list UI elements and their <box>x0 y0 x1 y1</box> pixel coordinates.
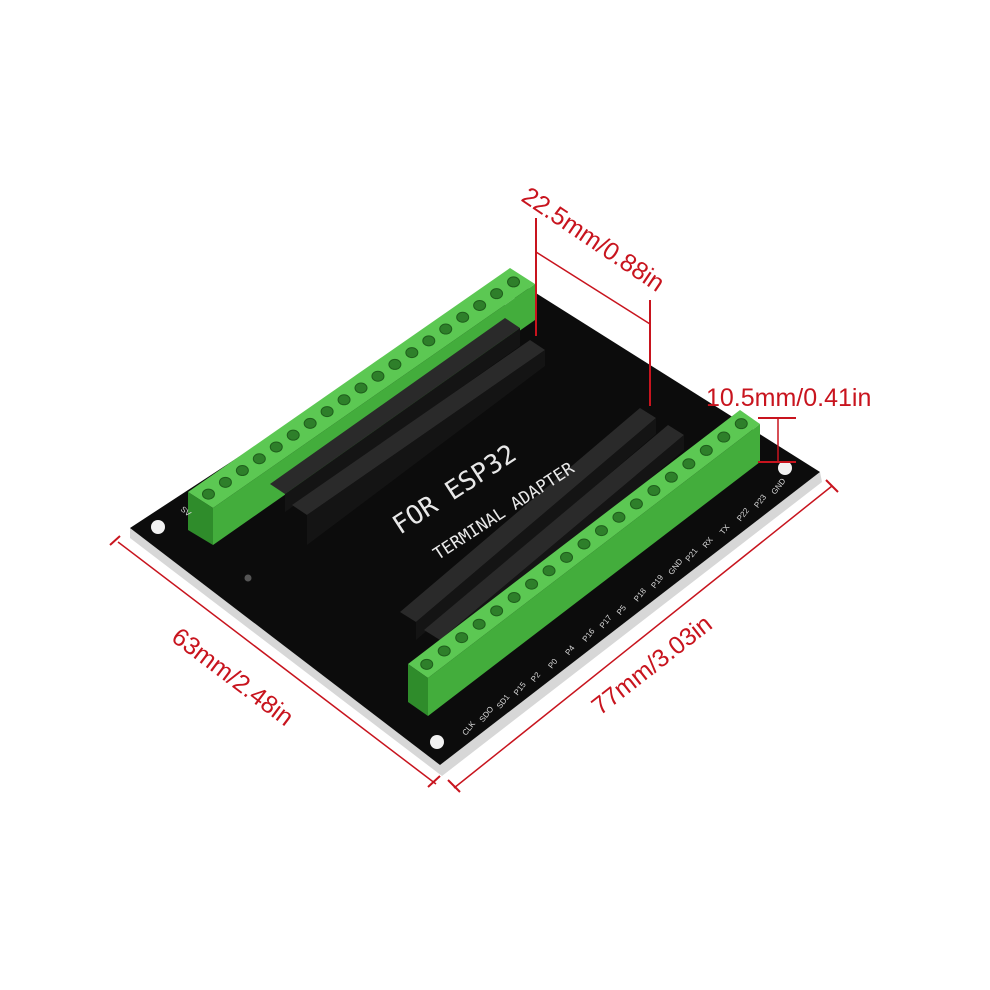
terminal-screw <box>252 453 266 465</box>
terminal-screw <box>612 511 626 523</box>
terminal-screw <box>507 591 521 603</box>
terminal-screw <box>439 323 453 335</box>
terminal-screw <box>303 417 317 429</box>
terminal-screw <box>507 276 521 288</box>
terminal-screw <box>337 394 351 406</box>
terminal-screw <box>354 382 368 394</box>
terminal-screw <box>201 488 215 500</box>
dimension-terminal: 10.5mm/0.41in <box>706 384 871 463</box>
dimension-terminal-label: 10.5mm/0.41in <box>706 384 871 412</box>
terminal-screw <box>472 618 486 630</box>
terminal-screw <box>490 288 504 300</box>
terminal-screw <box>717 431 731 443</box>
terminal-screw <box>629 498 643 510</box>
terminal-screw <box>473 299 487 311</box>
terminal-screw <box>682 458 696 470</box>
terminal-block-right <box>408 410 760 716</box>
pin-header-left-outer <box>270 318 520 512</box>
terminal-screw <box>286 429 300 441</box>
terminal-screw <box>437 645 451 657</box>
mounting-hole <box>151 520 165 534</box>
terminal-screw <box>235 465 249 477</box>
terminal-screw <box>664 471 678 483</box>
terminal-screw <box>405 347 419 359</box>
pcb-board <box>130 278 820 765</box>
terminal-screw <box>525 578 539 590</box>
terminal-screw <box>420 658 434 670</box>
terminal-screw <box>218 476 232 488</box>
terminal-screw <box>542 565 556 577</box>
terminal-screw <box>490 605 504 617</box>
terminal-screw <box>388 358 402 370</box>
terminal-screw <box>734 418 748 430</box>
terminal-screw <box>422 335 436 347</box>
terminal-screw <box>455 632 469 644</box>
terminal-screw <box>577 538 591 550</box>
dimension-height-label: 22.5mm/0.88in <box>517 182 670 298</box>
terminal-screw <box>269 441 283 453</box>
terminal-screw <box>320 406 334 418</box>
mounting-hole <box>430 735 444 749</box>
terminal-screw <box>594 525 608 537</box>
terminal-screw <box>371 370 385 382</box>
led-dot <box>244 574 252 582</box>
mounting-hole <box>778 461 792 475</box>
terminal-screw <box>699 444 713 456</box>
terminal-screw <box>560 551 574 563</box>
pin-header-right-outer <box>400 408 656 640</box>
terminal-screw <box>456 311 470 323</box>
terminal-screw <box>647 485 661 497</box>
pin-header-left-inner <box>292 340 545 545</box>
